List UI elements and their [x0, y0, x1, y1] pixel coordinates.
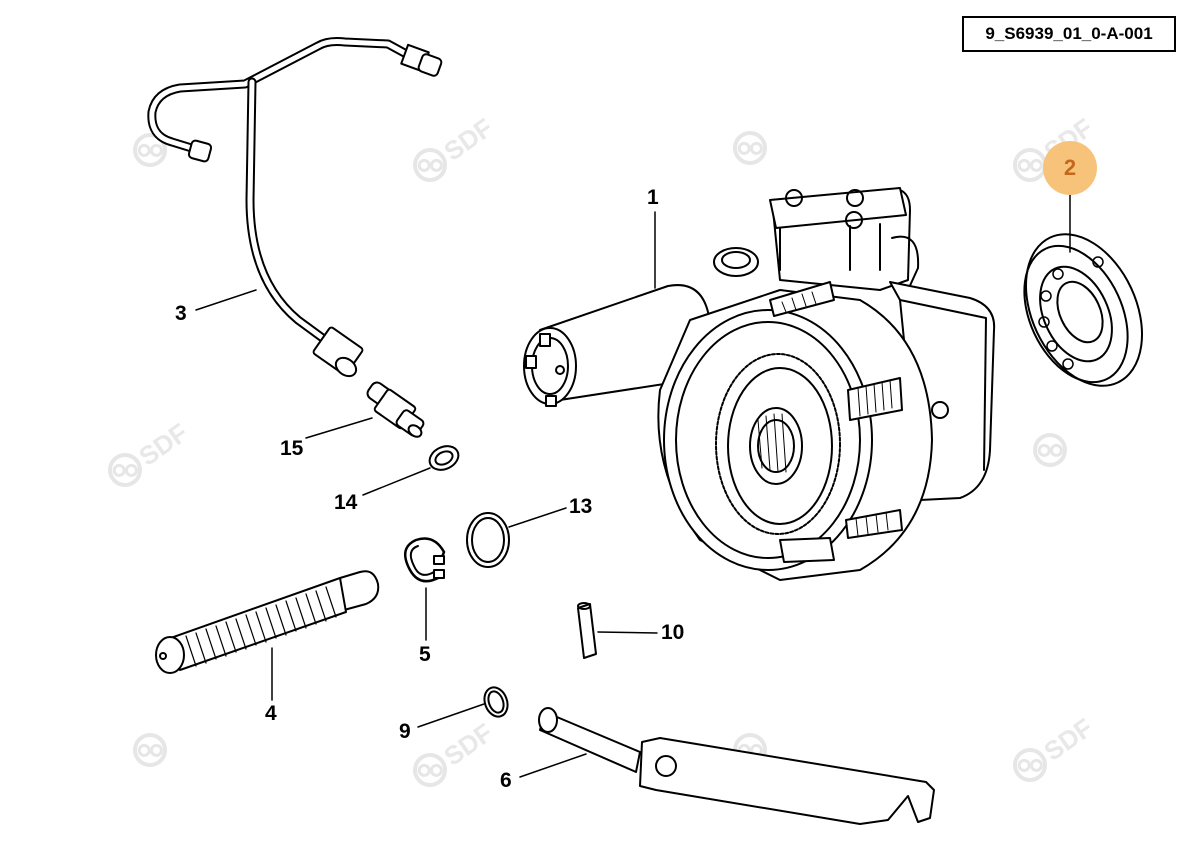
- callout-15[interactable]: 15: [280, 437, 304, 460]
- part-10-pin: [577, 602, 597, 659]
- part-14-washer: [428, 445, 460, 471]
- svg-text:SDF: SDF: [438, 717, 498, 771]
- svg-text:SDF: SDF: [1038, 712, 1098, 766]
- callout-6[interactable]: 6: [500, 769, 512, 792]
- part-4-shaft: [155, 570, 380, 674]
- part-3-pipe: [147, 37, 443, 378]
- svg-text:SDF: SDF: [438, 112, 498, 166]
- part-5-circlip: [403, 537, 446, 583]
- callout-2-selected[interactable]: 2: [1043, 141, 1097, 195]
- callout-14[interactable]: 14: [334, 491, 358, 514]
- svg-text:SDF: SDF: [133, 417, 193, 471]
- part-15-fitting: [366, 381, 425, 438]
- callout-9[interactable]: 9: [399, 720, 411, 743]
- part-6-fork: [538, 707, 935, 825]
- callout-10[interactable]: 10: [661, 621, 685, 644]
- part-2-bearing: [1023, 233, 1144, 387]
- callout-1[interactable]: 1: [647, 186, 659, 209]
- callout-4[interactable]: 4: [265, 702, 277, 725]
- leader-lines: [195, 194, 1071, 778]
- part-9-ring: [483, 686, 509, 718]
- callout-13[interactable]: 13: [569, 495, 593, 518]
- part-1-housing: [523, 187, 996, 581]
- callout-5[interactable]: 5: [419, 643, 431, 666]
- callout-3[interactable]: 3: [175, 302, 187, 325]
- part-13-oring: [466, 512, 510, 568]
- drawing-id-label: 9_S6939_01_0-A-001: [962, 16, 1176, 52]
